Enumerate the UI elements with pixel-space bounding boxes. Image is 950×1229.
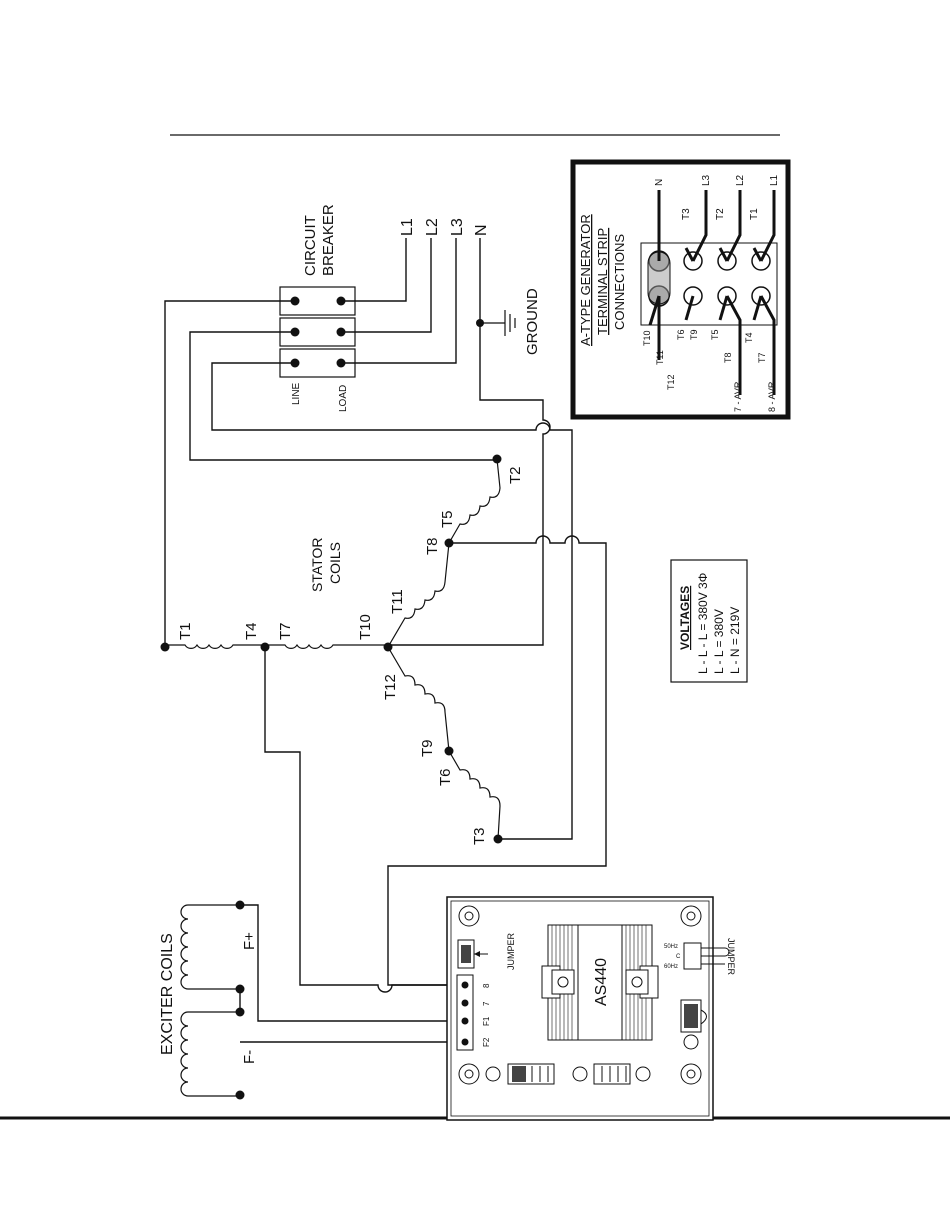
label-n: N <box>473 224 490 236</box>
strip-label-8-avr: 8 - AVR <box>767 381 777 412</box>
strip-title-2: TERMINAL STRIP <box>595 228 610 335</box>
strip-label-t7: T7 <box>757 352 767 363</box>
strip-title-3: CONNECTIONS <box>612 234 627 330</box>
avr-c: C <box>676 954 681 960</box>
terminal-strip-panel <box>570 159 791 420</box>
breaker-title-2: BREAKER <box>320 204 337 276</box>
exciter-title: EXCITER COILS <box>159 933 176 1055</box>
stator-coil-t1-t4 <box>165 643 265 649</box>
terminal-t1: T1 <box>177 622 194 640</box>
strip-label-l3: L3 <box>701 174 712 186</box>
voltages-box <box>670 559 748 683</box>
strip-label-n: N <box>654 179 665 186</box>
strip-label-t11: T11 <box>655 350 665 365</box>
stator-label-1: STATOR <box>309 538 325 592</box>
terminal-t2: T2 <box>507 466 524 484</box>
terminal-t5: T5 <box>439 510 456 528</box>
stator-label-2: COILS <box>327 542 343 584</box>
terminal-t6: T6 <box>437 768 454 786</box>
strip-label-t9: T9 <box>689 329 699 340</box>
terminal-t10: T10 <box>357 614 374 640</box>
terminal-t7: T7 <box>277 622 294 640</box>
strip-label-t5: T5 <box>710 329 720 340</box>
avr-jumper-right: JUMPER <box>726 938 736 976</box>
breaker-load-label: LOAD <box>338 385 349 412</box>
stator-coil-t7-t10 <box>265 643 388 649</box>
exciter-coil-fplus <box>180 904 240 990</box>
breaker-title-1: CIRCUIT <box>302 215 319 276</box>
terminal-t9: T9 <box>419 739 436 757</box>
avr-board <box>446 896 730 1121</box>
terminal-t12: T12 <box>382 674 399 700</box>
exciter-fplus: F+ <box>241 932 258 950</box>
strip-label-t6: T6 <box>676 329 686 340</box>
ground-label: GROUND <box>524 288 541 355</box>
label-l1: L1 <box>399 218 416 236</box>
stator-coil-t11-t8 <box>387 542 450 648</box>
terminal-t3: T3 <box>471 827 488 845</box>
strip-label-t8: T8 <box>723 352 733 363</box>
exciter-fminus: F- <box>241 1050 258 1064</box>
terminal-t4: T4 <box>243 622 260 640</box>
strip-label-t10: T10 <box>642 330 652 346</box>
avr-jumper-left: JUMPER <box>506 932 516 970</box>
exciter-coil-fminus <box>180 1011 241 1097</box>
terminal-t8: T8 <box>424 537 441 555</box>
voltages-line-1: L - L - L = 380V 3Φ <box>696 573 710 674</box>
stator-coil-t5-t2 <box>448 458 501 544</box>
label-l3: L3 <box>449 218 466 236</box>
avr-pin-8: 8 <box>482 983 491 988</box>
strip-title-1: A-TYPE GENERATOR <box>578 214 593 346</box>
breaker-line-label: LINE <box>291 382 302 405</box>
avr-50hz: 50Hz <box>664 944 678 950</box>
strip-label-t3: T3 <box>681 208 692 220</box>
ground-icon <box>480 310 516 336</box>
stator-coil-t6-t3 <box>448 750 501 840</box>
avr-pin-f2: F2 <box>482 1037 491 1047</box>
strip-label-t1: T1 <box>749 208 760 220</box>
strip-label-l1: L1 <box>769 174 780 186</box>
avr-60hz: 60Hz <box>664 964 678 970</box>
avr-pin-7: 7 <box>482 1001 491 1006</box>
voltages-line-2: L - L = 380V <box>712 609 726 674</box>
strip-label-t12: T12 <box>666 374 676 390</box>
terminal-t11: T11 <box>389 589 406 614</box>
voltages-title: VOLTAGES <box>678 586 692 650</box>
strip-label-t4: T4 <box>744 332 754 343</box>
strip-label-7-avr: 7 - AVR <box>733 381 743 412</box>
label-l2: L2 <box>424 218 441 236</box>
avr-model: AS440 <box>593 958 610 1006</box>
strip-label-l2: L2 <box>735 174 746 186</box>
avr-pin-f1: F1 <box>482 1016 491 1026</box>
strip-label-t2: T2 <box>715 208 726 220</box>
stator-coil-t12-t9 <box>387 646 450 752</box>
voltages-line-3: L - N = 219V <box>728 607 742 674</box>
